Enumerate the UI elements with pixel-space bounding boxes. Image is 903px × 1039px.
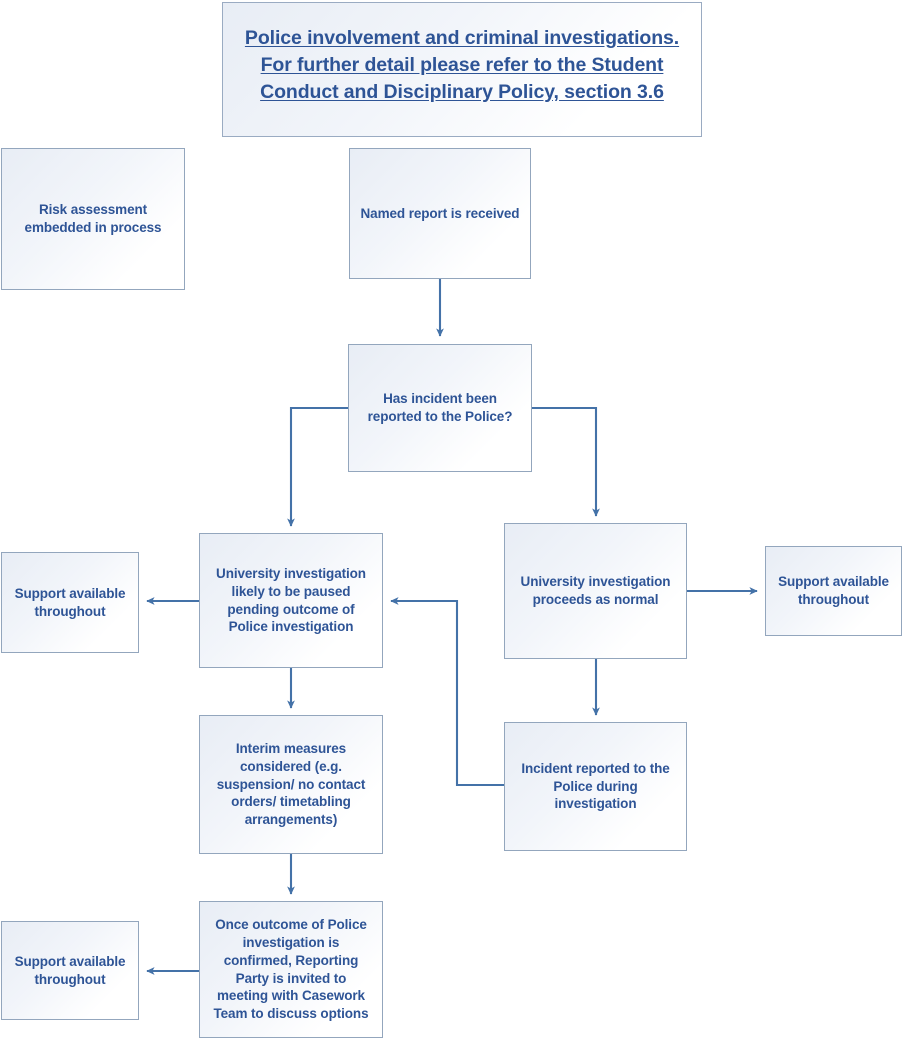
node-risk-assessment: Risk assessment embedded in process [1,148,185,290]
node-decision-reported-to-police: Has incident been reported to the Police… [348,344,532,472]
node-outcome-meeting-label: Once outcome of Police investigation is … [213,916,369,1022]
connector-decision-to-investigation-normal [532,406,600,517]
node-risk-assessment-label: Risk assessment embedded in process [24,202,162,235]
node-investigation-normal: University investigation proceeds as nor… [504,523,687,659]
title-box: Police involvement and criminal investig… [222,2,702,137]
node-support-bottom-left-label: Support available throughout [14,953,126,987]
node-named-report-label: Named report is received [360,205,520,221]
node-named-report: Named report is received [349,148,531,279]
node-interim-measures-label: Interim measures considered (e.g. suspen… [216,740,366,828]
node-outcome-meeting: Once outcome of Police investigation is … [199,901,383,1038]
connector-incident-reported-back-to-investigation-paused [390,597,504,787]
connector-decision-to-investigation-paused [287,406,348,527]
node-investigation-normal-label: University investigation proceeds as nor… [520,574,671,607]
node-support-right-middle-label: Support available throughout [778,574,889,607]
node-incident-reported-during: Incident reported to the Police during i… [504,722,687,851]
node-investigation-paused-label: University investigation likely to be pa… [216,565,366,635]
node-incident-reported-during-label: Incident reported to the Police during i… [521,760,670,812]
node-decision-reported-to-police-label: Has incident been reported to the Police… [367,391,513,424]
node-support-left-middle: Support available throughout [1,552,139,653]
node-support-right-middle: Support available throughout [765,546,902,636]
node-support-left-middle-label: Support available throughout [14,585,126,619]
node-support-bottom-left: Support available throughout [1,921,139,1020]
node-investigation-paused: University investigation likely to be pa… [199,533,383,668]
title-text: Police involvement and criminal investig… [244,27,680,103]
node-interim-measures: Interim measures considered (e.g. suspen… [199,715,383,854]
